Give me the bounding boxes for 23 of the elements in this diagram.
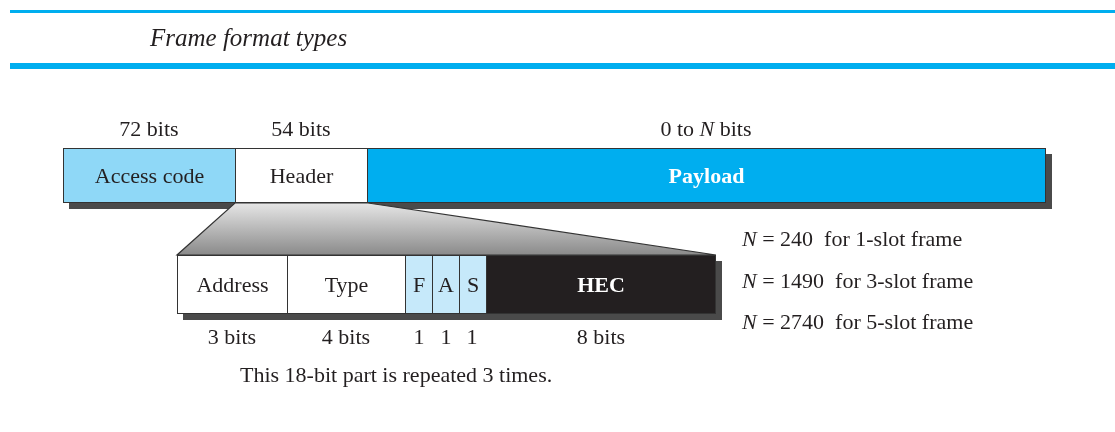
bit-size-label: 8 bits <box>576 324 626 350</box>
note-text: This 18-bit part is repeated 3 times. <box>240 362 553 388</box>
bit-size-label: 0 to N bits <box>660 116 752 142</box>
field-box: Address <box>177 255 288 314</box>
title: Frame format types <box>150 24 348 52</box>
bit-size-label: 1 <box>466 324 478 350</box>
field-box: A <box>432 255 460 314</box>
field-box: Type <box>287 255 406 314</box>
bit-size-label: 1 <box>440 324 452 350</box>
bit-size-label: 54 bits <box>271 116 331 142</box>
field-box: S <box>459 255 487 314</box>
note-text: N = 1490 for 3-slot frame <box>742 268 974 294</box>
bit-size-label: 72 bits <box>119 116 179 142</box>
field-box: F <box>405 255 433 314</box>
field-box: Payload <box>367 148 1046 203</box>
field-box: Header <box>235 148 368 203</box>
note-text: N = 2740 for 5-slot frame <box>742 309 974 335</box>
bit-size-label: 4 bits <box>321 324 371 350</box>
field-box: Access code <box>63 148 236 203</box>
field-box: HEC <box>486 255 716 314</box>
bit-size-label: 1 <box>413 324 425 350</box>
bit-size-label: 3 bits <box>207 324 257 350</box>
note-text: N = 240 for 1-slot frame <box>742 226 963 252</box>
